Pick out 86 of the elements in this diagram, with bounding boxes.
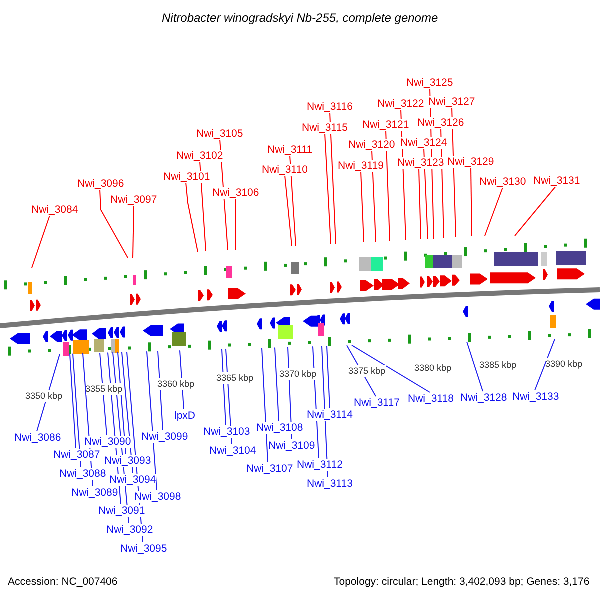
scale-label: 3355 kbp bbox=[86, 382, 123, 394]
scale-label: 3360 kbp bbox=[158, 378, 195, 390]
scale-label: 3350 kbp bbox=[26, 390, 63, 402]
gene-label: Nwi_3119 bbox=[338, 160, 384, 172]
leader-line bbox=[372, 150, 376, 242]
gene-label: Nwi_3098 bbox=[134, 490, 182, 502]
gene-label: Nwi_3126 bbox=[418, 116, 464, 128]
gene-label: Nwi_3101 bbox=[164, 170, 210, 182]
leader-line bbox=[324, 133, 332, 244]
gene-label: Nwi_3087 bbox=[54, 448, 100, 460]
gene-label: Nwi_3116 bbox=[307, 100, 353, 112]
footer-text: Topology: circular; Length: 3,402,093 bp; Genes: 3,176 bbox=[334, 576, 590, 588]
leader-line bbox=[262, 348, 268, 463]
gene-label: Nwi_3131 bbox=[534, 174, 580, 186]
scale-label: 3390 kbp bbox=[546, 358, 583, 370]
gene-label: Nwi_3110 bbox=[262, 164, 308, 176]
gene-label: Nwi_3088 bbox=[60, 468, 106, 480]
gene-label: Nwi_3089 bbox=[72, 486, 118, 498]
gene-label: Nwi_3091 bbox=[98, 504, 146, 516]
gene-label: Nwi_3124 bbox=[400, 136, 448, 148]
gene-label: Nwi_3106 bbox=[212, 186, 260, 198]
gene-label: Nwi_3094 bbox=[110, 474, 156, 486]
leader-line bbox=[534, 338, 556, 391]
gene-label: Nwi_3103 bbox=[204, 426, 250, 438]
leader-line bbox=[284, 175, 292, 246]
leader-line bbox=[186, 182, 198, 252]
gene-label: Nwi_3117 bbox=[354, 396, 400, 408]
leader-line bbox=[360, 171, 364, 242]
leader-line bbox=[146, 351, 158, 491]
gene-label: Nwi_3113 bbox=[307, 478, 353, 490]
gene-label: Nwi_3129 bbox=[448, 156, 494, 168]
gene-label: Nwi_3097 bbox=[110, 194, 158, 206]
leader-line bbox=[466, 342, 484, 392]
gene-label: Nwi_3114 bbox=[307, 408, 353, 420]
scale-label: 3365 kbp bbox=[216, 372, 254, 384]
leader-line bbox=[418, 168, 422, 240]
gene-label: Nwi_3104 bbox=[210, 444, 256, 456]
gene-label: Nwi_3130 bbox=[480, 176, 526, 188]
leader-line bbox=[274, 347, 280, 422]
gene-label: Nwi_3095 bbox=[120, 542, 168, 554]
scale-label: 3370 kbp bbox=[280, 368, 317, 380]
gene-label: Nwi_3112 bbox=[297, 458, 343, 470]
leader-line bbox=[386, 130, 390, 242]
gene-label: Nwi_3121 bbox=[362, 118, 410, 130]
leader-line bbox=[290, 155, 296, 246]
title-text: Nitrobacter winogradskyi Nb-255, complete genome bbox=[162, 12, 438, 24]
gene-label: Nwi_3128 bbox=[460, 392, 508, 404]
gene-label: Nwi_3099 bbox=[142, 430, 188, 442]
gene-label: Nwi_3107 bbox=[246, 462, 294, 474]
leader-line bbox=[70, 353, 76, 449]
leader-line bbox=[200, 161, 206, 252]
gene-label: Nwi_3084 bbox=[32, 204, 78, 216]
gene-label: Nwi_3123 bbox=[398, 156, 444, 168]
footer-text: Accession: NC_007406 bbox=[8, 576, 118, 588]
leader-line bbox=[72, 353, 82, 468]
leader-line bbox=[132, 205, 134, 258]
leader-line bbox=[100, 189, 128, 258]
gene-label: Nwi_3127 bbox=[428, 96, 476, 108]
gene-label: Nwi_3096 bbox=[78, 178, 124, 190]
gene-label: lpxD bbox=[174, 410, 196, 422]
gene-label: Nwi_3102 bbox=[176, 150, 224, 162]
scale-label: 3385 kbp bbox=[480, 358, 517, 370]
leader-line bbox=[32, 215, 50, 268]
gene-label: Nwi_3133 bbox=[512, 390, 560, 402]
leader-line bbox=[424, 148, 428, 240]
gene-label: Nwi_3086 bbox=[14, 432, 62, 444]
leader-line bbox=[514, 186, 556, 236]
gene-label: Nwi_3109 bbox=[268, 440, 316, 452]
leader-line bbox=[470, 167, 472, 236]
gene-label: Nwi_3093 bbox=[104, 454, 152, 466]
leader-line bbox=[484, 187, 504, 236]
gene-label: Nwi_3122 bbox=[378, 98, 424, 110]
scale-label: 3380 kbp bbox=[414, 362, 452, 374]
gene-label: Nwi_3125 bbox=[406, 76, 454, 88]
leader-line bbox=[330, 112, 336, 244]
gene-label: Nwi_3118 bbox=[408, 392, 454, 404]
gene-label: Nwi_3115 bbox=[302, 122, 348, 134]
leader-line bbox=[352, 344, 430, 393]
scale-label: 3375 kbp bbox=[348, 364, 386, 376]
gene-label: Nwi_3090 bbox=[84, 436, 132, 448]
gene-label: Nwi_3120 bbox=[348, 138, 396, 150]
gene-label: Nwi_3105 bbox=[196, 128, 244, 140]
gene-label: Nwi_3108 bbox=[256, 422, 304, 434]
leader-line bbox=[326, 346, 330, 409]
gene-label: Nwi_3111 bbox=[268, 144, 313, 156]
gene-label: Nwi_3092 bbox=[106, 524, 154, 536]
